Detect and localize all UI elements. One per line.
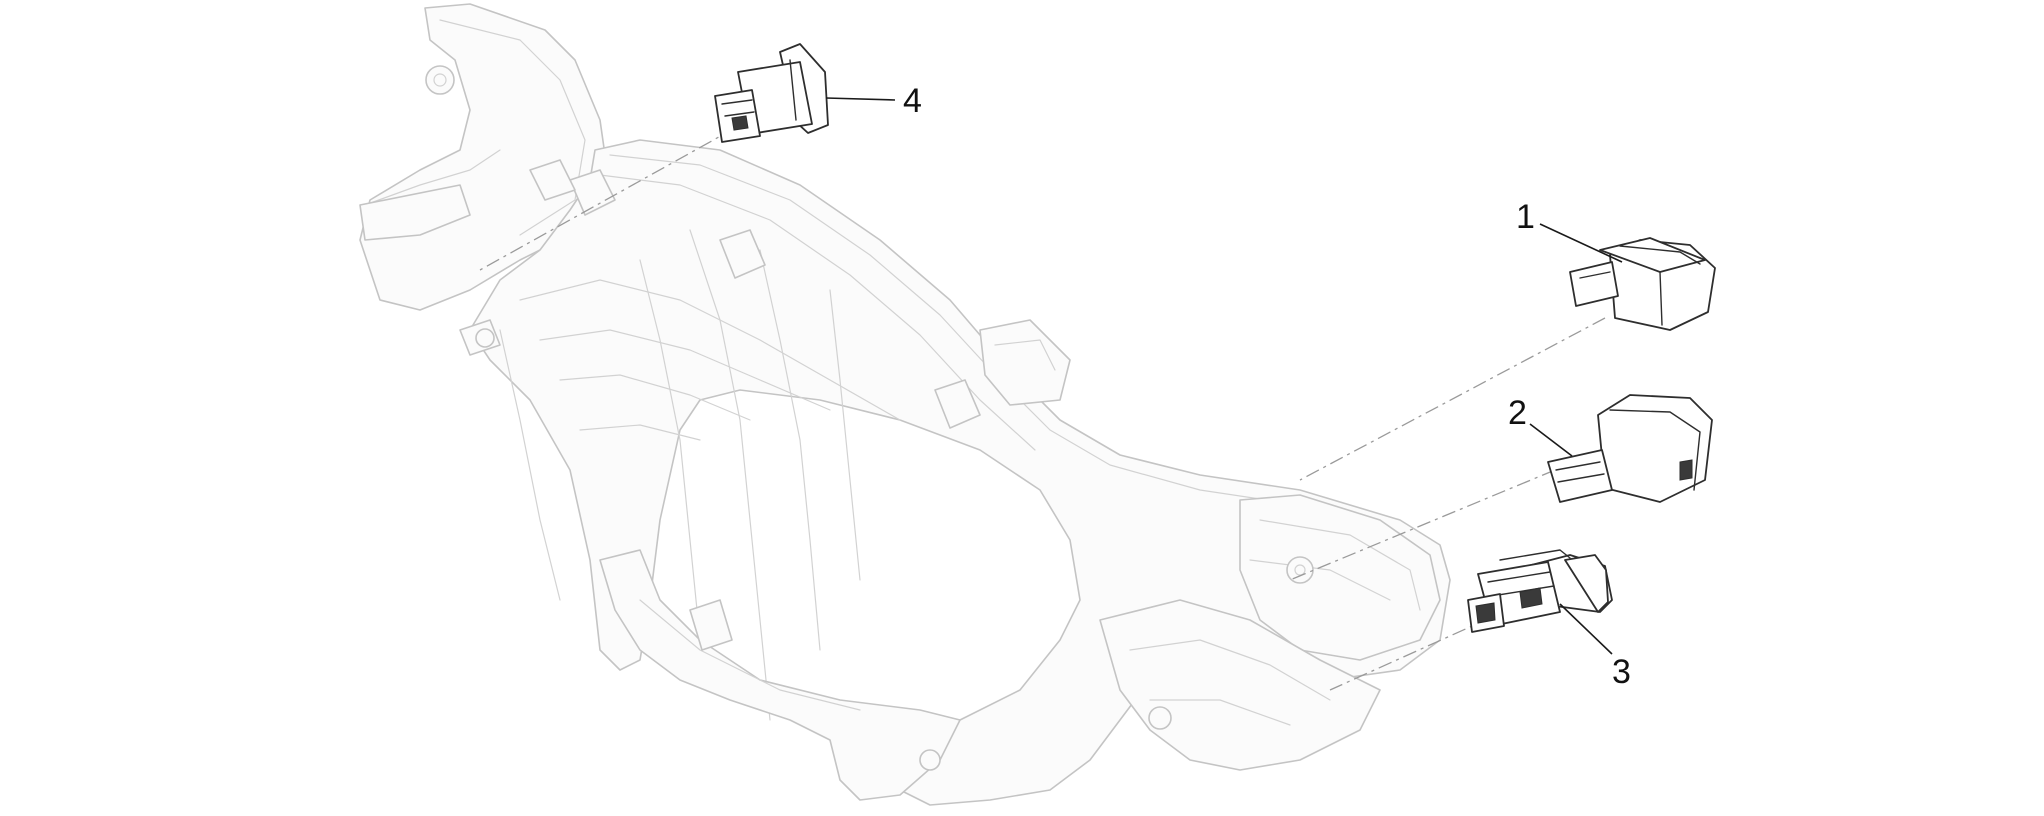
callout-number-4: 4 <box>903 82 922 120</box>
part-4-switch[interactable] <box>714 43 829 143</box>
assembly-axis-lines <box>479 127 1606 691</box>
handlebar-cover-housing <box>359 3 1451 806</box>
axis-line-part-1 <box>1299 317 1606 481</box>
callout-number-2: 2 <box>1508 394 1527 432</box>
leader-line-3 <box>1559 603 1613 655</box>
part-3-switch[interactable] <box>1467 549 1613 633</box>
callout-leaders <box>825 97 1623 655</box>
leader-line-1 <box>1539 223 1623 263</box>
leader-line-4 <box>825 97 896 101</box>
axis-line-part-4 <box>479 127 736 271</box>
axis-line-part-2 <box>1289 469 1556 581</box>
leader-line-2 <box>1529 423 1573 457</box>
callout-number-1: 1 <box>1516 198 1535 236</box>
axis-line-part-3 <box>1329 617 1491 691</box>
callout-number-3: 3 <box>1612 653 1631 691</box>
callout-labels: 4 1 2 3 <box>903 82 1631 691</box>
part-1-switch[interactable] <box>1569 237 1716 331</box>
part-2-switch[interactable] <box>1547 394 1713 503</box>
